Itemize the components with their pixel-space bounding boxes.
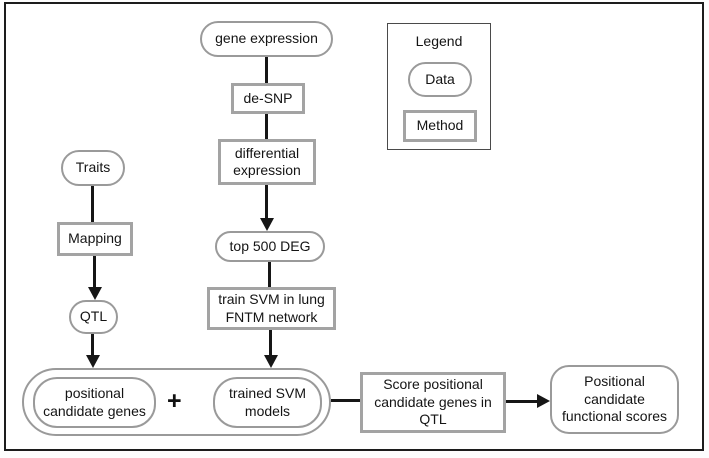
node-top-500-deg: top 500 DEG xyxy=(215,231,325,262)
node-de-snp: de-SNP xyxy=(231,83,305,114)
legend-method-sample: Method xyxy=(403,110,477,142)
node-mapping: Mapping xyxy=(57,222,133,256)
node-differential-expression: differential expression xyxy=(218,139,316,185)
arrow-train-svm-to-group-shaft xyxy=(269,330,272,356)
node-qtl: QTL xyxy=(69,300,118,334)
arrow-score-to-functional-shaft xyxy=(506,400,538,403)
arrow-differential-to-top500-head xyxy=(260,218,274,231)
legend-title: Legend xyxy=(415,33,463,49)
node-gene-expression: gene expression xyxy=(200,21,333,57)
node-functional-scores: Positional candidate functional scores xyxy=(550,365,679,434)
plus-operator: + xyxy=(167,387,182,415)
arrow-mapping-to-qtl-shaft xyxy=(93,256,96,288)
arrow-qtl-to-group-shaft xyxy=(91,334,94,356)
node-score-positional: Score positional candidate genes in QTL xyxy=(360,372,506,433)
node-train-svm: train SVM in lung FNTM network xyxy=(207,287,336,330)
connector-top-500-deg-to-train-svm xyxy=(268,262,271,287)
connector-de-snp-to-differential-expression xyxy=(265,114,268,139)
connector-gene-expression-to-de-snp xyxy=(265,57,268,83)
arrow-qtl-to-group-head xyxy=(86,355,100,368)
connector-traits-to-mapping xyxy=(91,186,94,222)
node-positional-candidate-genes: positional candidate genes xyxy=(33,377,156,428)
arrow-score-to-functional-head xyxy=(537,394,550,408)
arrow-train-svm-to-group-head xyxy=(264,355,278,368)
arrow-differential-to-top500-shaft xyxy=(265,185,268,219)
connector-group-to-score xyxy=(331,399,360,402)
node-traits: Traits xyxy=(61,150,125,186)
arrow-mapping-to-qtl-head xyxy=(88,287,102,300)
legend-data-sample: Data xyxy=(408,62,472,97)
node-trained-svm-models: trained SVM models xyxy=(213,377,322,428)
